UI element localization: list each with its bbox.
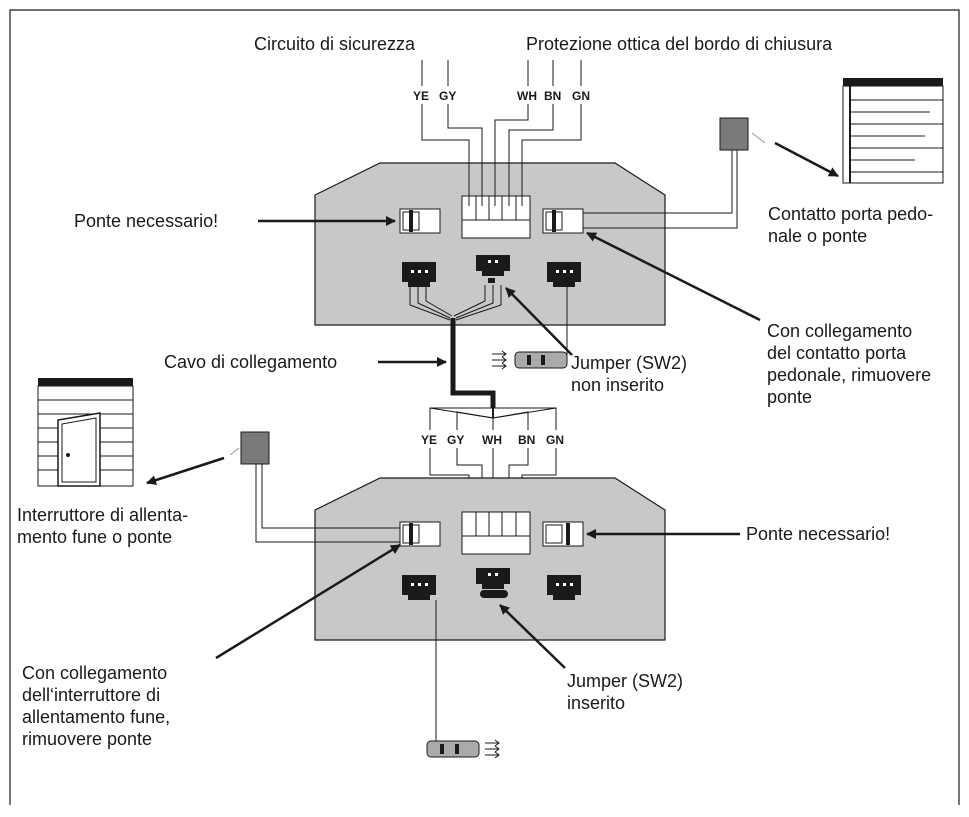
- arrow-slack-door: [146, 456, 225, 485]
- wicket-door-icon: [37, 378, 134, 487]
- top-incoming-wires: [421, 60, 582, 206]
- bridge-required-bottom-label: Ponte necessario!: [746, 524, 891, 544]
- plug-top: [492, 350, 568, 370]
- wire-label-mid: YE: [421, 433, 438, 447]
- optical-protection-label: Protezione ottica del bordo di chiusura: [526, 34, 833, 54]
- wire-label-mid: GY: [447, 433, 465, 447]
- bottom-control-board: [314, 477, 666, 641]
- connecting-cable-label: Cavo di collegamento: [164, 352, 338, 372]
- jumper-sw2-top: [476, 255, 510, 283]
- jumper-not-inserted-label: Jumper (SW2) non inserito: [571, 353, 688, 395]
- figure-border: [9, 9, 960, 805]
- wire-label-top: GY: [439, 89, 457, 103]
- top-control-board: [314, 162, 666, 326]
- wire-label-mid: BN: [518, 433, 536, 447]
- wire-label-mid: WH: [482, 433, 502, 447]
- wicket-contact-label: Contatto porta pedo- nale o ponte: [768, 204, 934, 246]
- wire-label-top: WH: [517, 89, 537, 103]
- jumper-inserted-label: Jumper (SW2) inserito: [567, 671, 684, 713]
- arrow-jumper-top: [505, 287, 573, 356]
- wire-label-top: GN: [572, 89, 590, 103]
- arrow-wicket-remove: [586, 231, 761, 322]
- wire-label-top: BN: [544, 89, 562, 103]
- jumper-sw2-bottom: [476, 568, 510, 598]
- connecting-cable: [409, 285, 502, 418]
- arrow-slack-remove: [215, 543, 401, 660]
- wicket-wire: [583, 150, 738, 229]
- arrow-wicket-door: [774, 141, 839, 178]
- bridge-required-top-label: Ponte necessario!: [74, 211, 219, 231]
- wire-label-mid: GN: [546, 433, 564, 447]
- slack-wire: [255, 462, 400, 543]
- slack-switch: [240, 431, 270, 465]
- connector-left: [402, 262, 436, 287]
- wicket-contact-switch: [719, 117, 749, 151]
- slack-remove-label: Con collegamento dell‘interruttore di al…: [22, 663, 171, 749]
- plug-bottom: [426, 739, 500, 759]
- terminal-block: [461, 195, 531, 239]
- sectional-door-icon: [842, 78, 944, 184]
- wire-label-top: YE: [413, 89, 430, 103]
- callout-arrows: [146, 141, 839, 669]
- safety-circuit-label: Circuito di sicurezza: [254, 34, 416, 54]
- arrow-jumper-bottom: [499, 604, 566, 669]
- slack-switch-label: Interruttore di allenta- mento fune o po…: [17, 505, 189, 547]
- wicket-remove-label: Con collegamento del contatto porta pedo…: [767, 321, 932, 407]
- connector-right: [547, 262, 581, 287]
